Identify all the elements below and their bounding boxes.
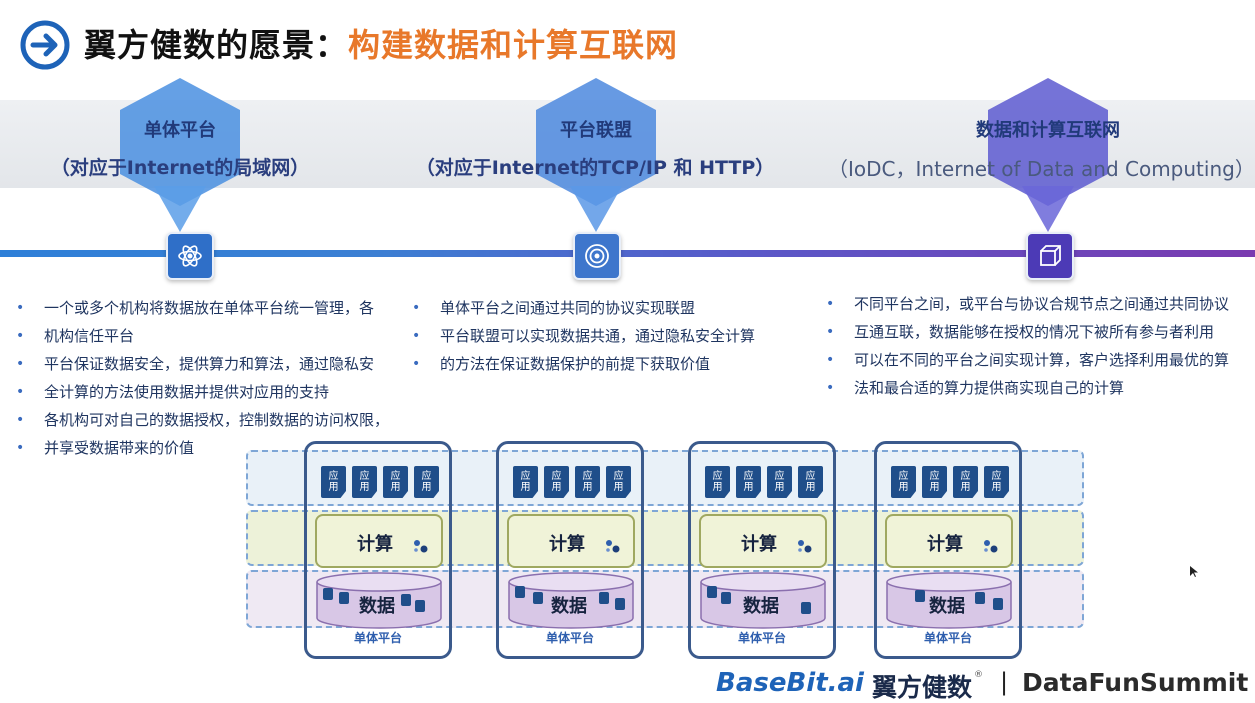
database-cylinder: 数据 [885,572,1013,630]
title-main: 翼方健数的愿景： [84,26,349,64]
app-tile: 应用 [984,466,1009,498]
compute-box: 计算 [885,514,1013,568]
brand-logo: BaseBit.ai [716,668,864,698]
data-label: 数据 [743,596,779,617]
footer-separator: | [1000,668,1009,696]
platform-label: 单体平台 [923,631,972,645]
bullet-item: 不同平台之间，或平台与协议合规节点之间通过共同协议 [826,290,1254,318]
single-platform-2: 应用应用应用应用计算数据单体平台 [496,441,644,659]
summit-logo: DataFunSummit [1022,668,1249,697]
timeline-node-3 [1026,232,1074,280]
target-icon [585,244,609,268]
title-highlight: 构建数据和计算互联网 [348,26,679,64]
bullet-item-continued: 并享受数据带来的价值 [16,434,426,462]
page-title: 翼方健数的愿景：构建数据和计算互联网 [84,20,678,66]
column-subtitle-1: （对应于Internet的局域网） [50,157,310,179]
bullet-list-2: 单体平台之间通过共同的协议实现联盟 平台联盟可以实现数据共通，通过隐私安全计算 … [412,294,792,378]
hexagon-marker-2 [526,76,666,236]
compute-label: 计算 [741,534,777,555]
compute-box: 计算 [699,514,827,568]
app-group: 应用应用应用应用 [705,466,823,498]
app-group: 应用应用应用应用 [321,466,439,498]
app-tile: 应用 [352,466,377,498]
bullet-list-1: 一个或多个机构将数据放在单体平台统一管理，各 机构信任平台 平台保证数据安全，提… [16,294,426,462]
column-title-3: 数据和计算互联网 [976,120,1120,141]
hexagon-marker-3 [978,76,1118,236]
app-tile: 应用 [891,466,916,498]
data-label: 数据 [551,596,587,617]
compute-dots-icon [984,540,998,553]
app-tile: 应用 [321,466,346,498]
app-tile: 应用 [736,466,761,498]
column-title-2: 平台联盟 [560,120,632,141]
single-platform-3: 应用应用应用应用计算数据单体平台 [688,441,836,659]
platform-label: 单体平台 [545,631,594,645]
timeline-node-1 [166,232,214,280]
bullet-list-3: 不同平台之间，或平台与协议合规节点之间通过共同协议 互通互联，数据能够在授权的情… [826,290,1254,402]
bullet-item: 平台联盟可以实现数据共通，通过隐私安全计算 [412,322,792,350]
hexagon-marker-1 [110,76,250,236]
platform-label: 单体平台 [353,631,402,645]
app-tile: 应用 [513,466,538,498]
database-cylinder: 数据 [699,572,827,630]
bullet-item: 各机构可对自己的数据授权，控制数据的访问权限， [16,406,426,434]
app-tile: 应用 [953,466,978,498]
timeline-line [0,250,1255,257]
app-tile: 应用 [575,466,600,498]
compute-box: 计算 [315,514,443,568]
platform-label: 单体平台 [737,631,786,645]
single-platform-1: 应用应用应用应用计算数据单体平台 [304,441,452,659]
compute-dots-icon [798,540,812,553]
app-group: 应用应用应用应用 [513,466,631,498]
bullet-item: 可以在不同的平台之间实现计算，客户选择利用最优的算 [826,346,1254,374]
compute-label: 计算 [549,534,585,555]
cube-icon [1040,245,1061,266]
compute-dots-icon [414,540,428,553]
app-tile: 应用 [544,466,569,498]
compute-label: 计算 [357,534,393,555]
atom-icon [178,245,202,267]
timeline-node-2 [573,232,621,280]
app-tile: 应用 [767,466,792,498]
bullet-item: 平台保证数据安全，提供算力和算法，通过隐私安 [16,350,426,378]
column-subtitle-2: （对应于Internet的TCP/IP 和 HTTP） [415,157,775,179]
database-cylinder: 数据 [315,572,443,630]
app-tile: 应用 [414,466,439,498]
compute-dots-icon [606,540,620,553]
app-tile: 应用 [798,466,823,498]
app-tile: 应用 [922,466,947,498]
app-tile: 应用 [606,466,631,498]
bullet-item: 单体平台之间通过共同的协议实现联盟 [412,294,792,322]
database-cylinder: 数据 [507,572,635,630]
bullet-item-continued: 法和最合适的算力提供商实现自己的计算 [826,374,1254,402]
mouse-cursor-icon [1190,566,1198,577]
compute-box: 计算 [507,514,635,568]
app-tile: 应用 [383,466,408,498]
brand-name-cn: 翼方健数 [872,673,973,702]
app-group: 应用应用应用应用 [891,466,1009,498]
bullet-item-continued: 全计算的方法使用数据并提供对应用的支持 [16,378,426,406]
arrow-right-circle-icon [20,20,70,70]
bullet-item-continued: 互通互联，数据能够在授权的情况下被所有参与者利用 [826,318,1254,346]
data-label: 数据 [359,596,395,617]
compute-label: 计算 [927,534,963,555]
registered-mark: ® [974,670,983,680]
column-subtitle-3: （IoDC，Internet of Data and Computing） [828,157,1255,181]
column-title-1: 单体平台 [144,120,216,141]
data-label: 数据 [929,596,965,617]
app-tile: 应用 [705,466,730,498]
bullet-item-continued: 的方法在保证数据保护的前提下获取价值 [412,350,792,378]
bullet-item: 一个或多个机构将数据放在单体平台统一管理，各 [16,294,426,322]
bullet-item-continued: 机构信任平台 [16,322,426,350]
single-platform-4: 应用应用应用应用计算数据单体平台 [874,441,1022,659]
